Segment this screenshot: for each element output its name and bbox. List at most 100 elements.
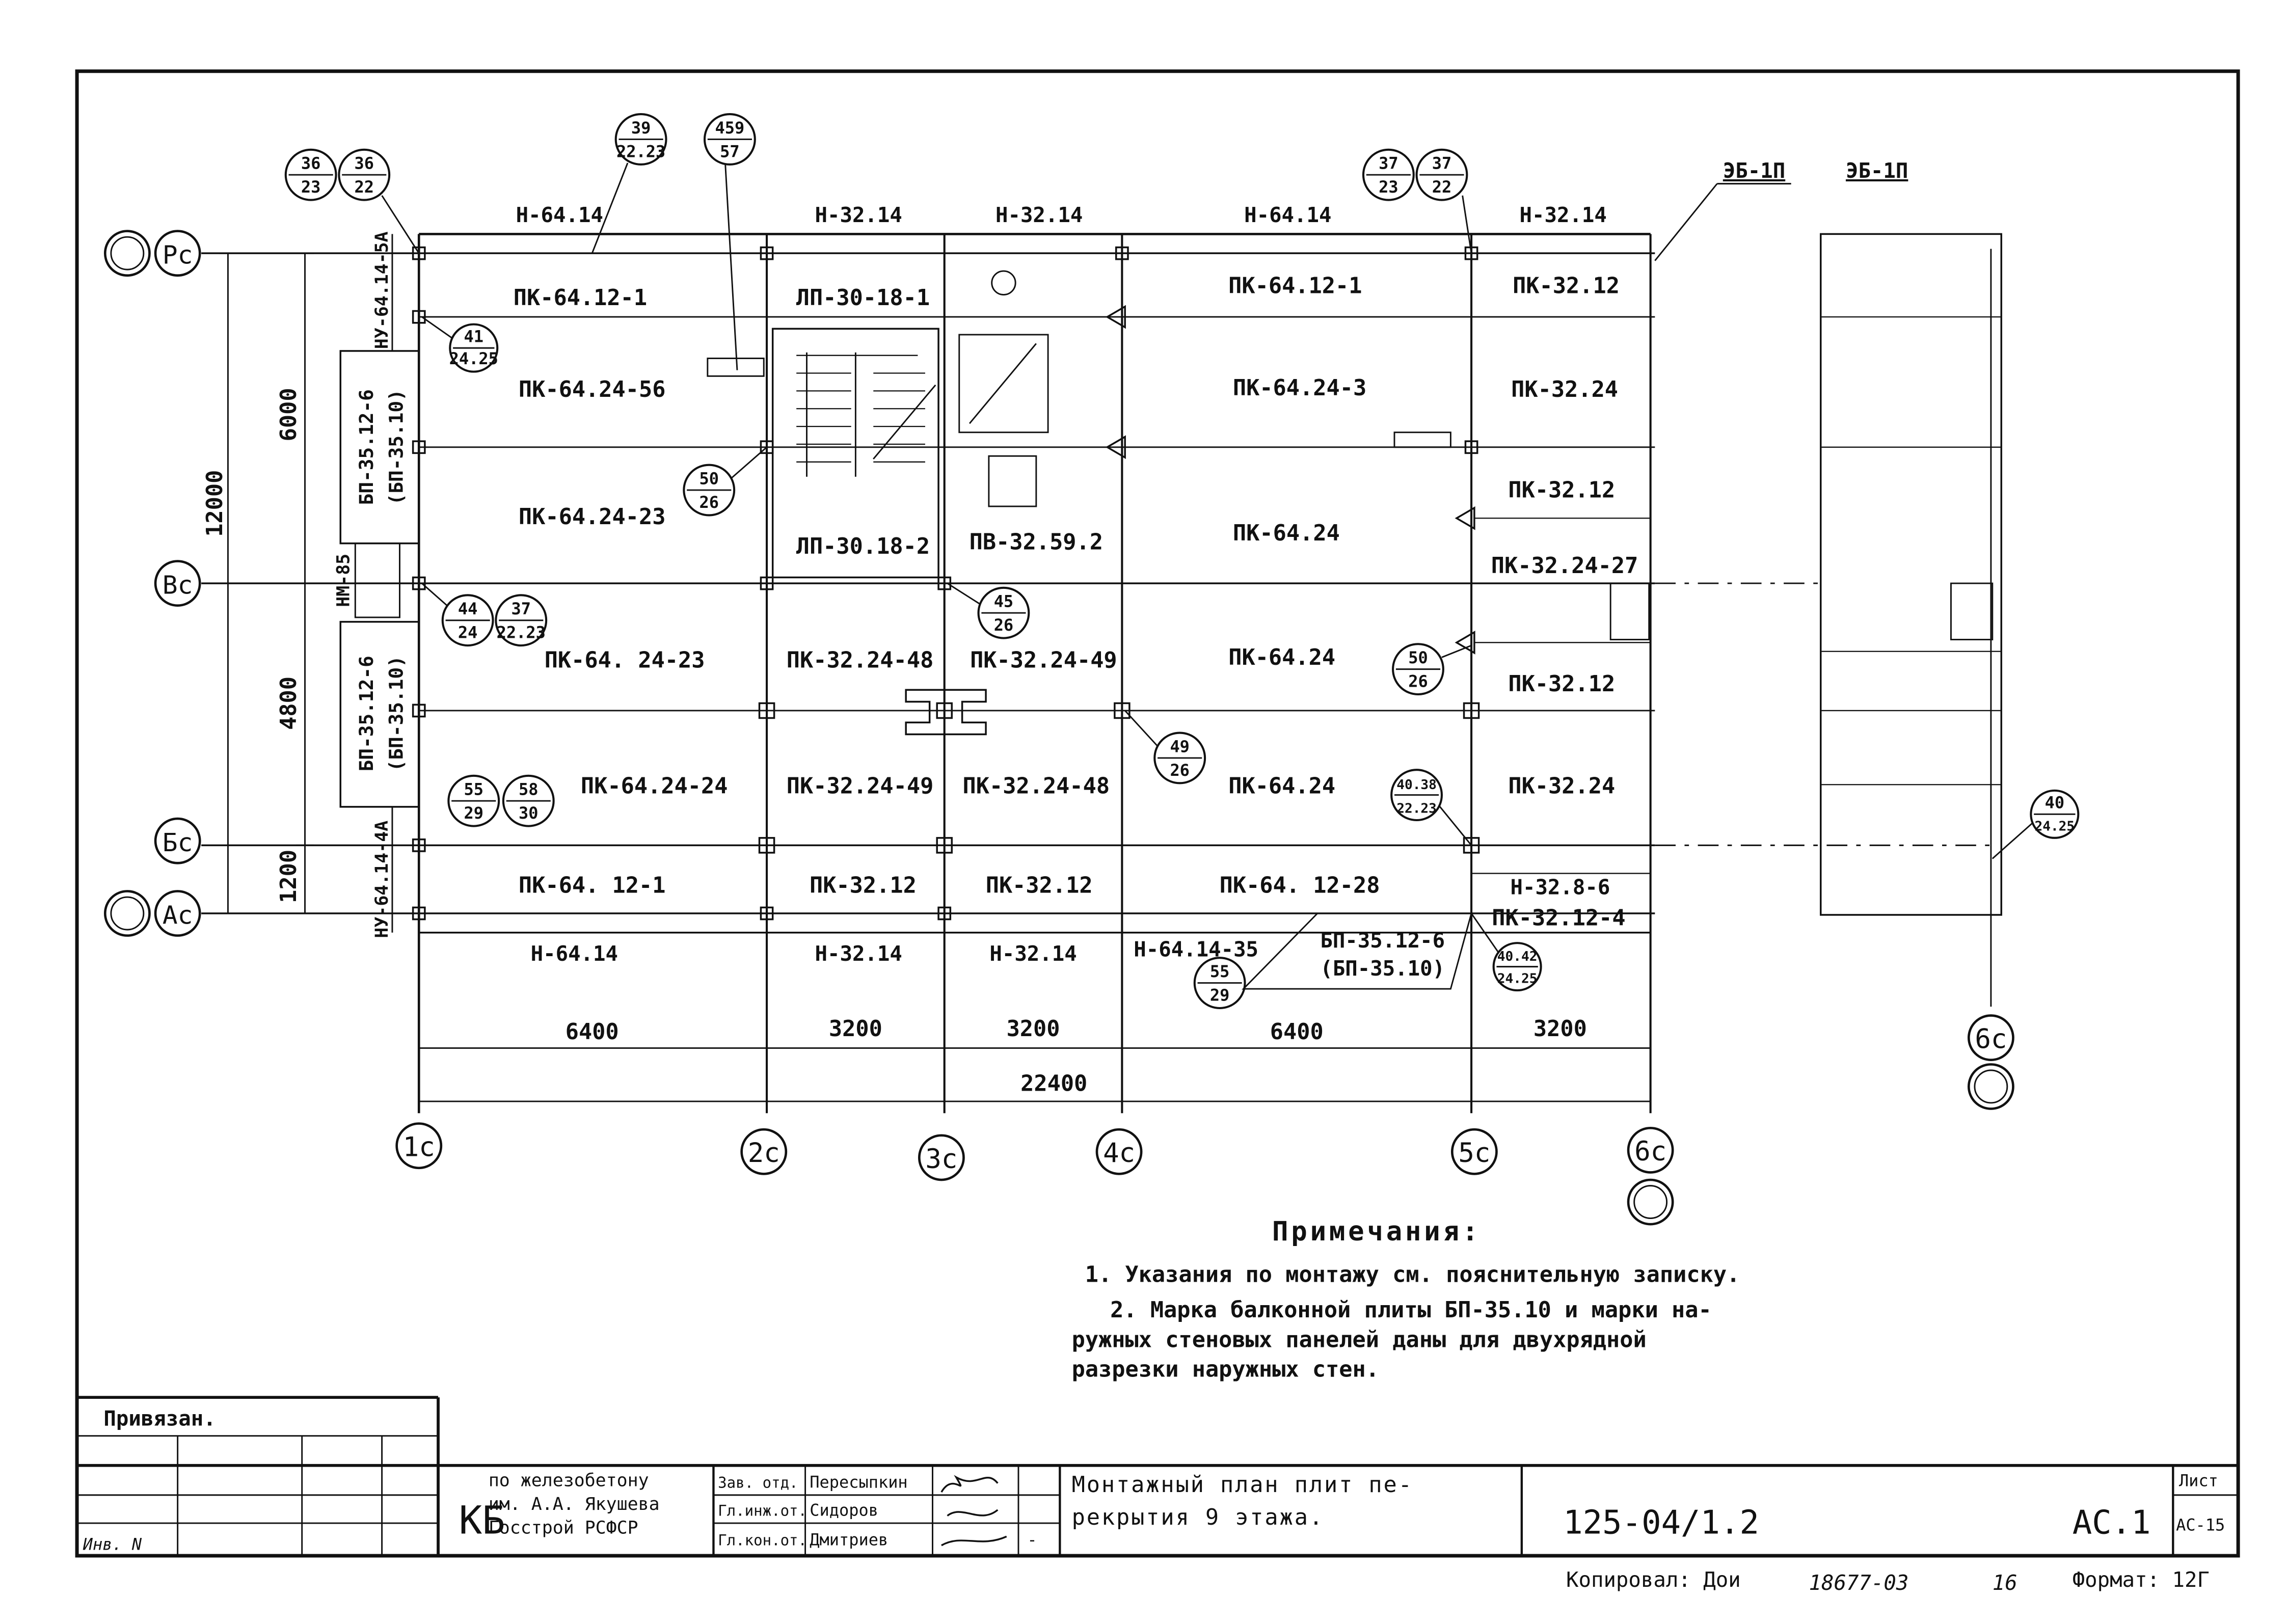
svg-text:22.23: 22.23 [616, 142, 665, 161]
wall-label: Н-64.14 [531, 941, 618, 966]
svg-text:24.25: 24.25 [449, 349, 498, 368]
org-line: им. А.А. Якушева [489, 1494, 660, 1514]
balcony-label: БП-35.12-6 [355, 656, 378, 771]
dim-left-lower: 1200 [276, 850, 302, 903]
svg-text:Вс: Вс [163, 570, 193, 600]
svg-text:24.25: 24.25 [1497, 971, 1538, 987]
wall-label: Н-32.14 [815, 203, 902, 227]
svg-text:24: 24 [458, 623, 477, 642]
dim-left-middle: 4800 [276, 676, 302, 730]
axis-bubble-ac: Ас [154, 890, 201, 937]
balcony-label: БП-35.12-6 [1320, 928, 1445, 953]
dim-total: 22400 [1020, 1071, 1087, 1097]
dim-left-total: 12000 [202, 470, 228, 537]
structural-grid [201, 233, 2002, 1114]
svg-text:22.23: 22.23 [497, 623, 546, 642]
beam-label: ЭБ-1П [1723, 158, 1785, 183]
balcony-label: (БП-35.10) [385, 656, 407, 771]
slab-label: ПК-64. 12-1 [519, 873, 666, 898]
axis-bubble-6c-right: 6с [1967, 1014, 2014, 1061]
svg-text:55: 55 [1210, 962, 1229, 981]
dash-cell: - [1027, 1530, 1037, 1550]
svg-text:6с: 6с [1634, 1136, 1666, 1167]
wall-label: Н-64.14-35 [1134, 937, 1258, 961]
wall-label-vertical: НМ-85 [334, 554, 354, 607]
note-line: ружных стеновых панелей даны для двухряд… [1072, 1327, 1647, 1352]
format-label: Формат: 12Г [2073, 1567, 2210, 1592]
dim-span-1: 6400 [566, 1019, 619, 1045]
note-line: 2. Марка балконной плиты БП-35.10 и марк… [1110, 1297, 1712, 1323]
dim-span-2: 3200 [829, 1016, 882, 1042]
svg-text:22.23: 22.23 [1396, 801, 1437, 816]
svg-text:45: 45 [994, 592, 1013, 611]
beam-label: ЭБ-1П [1846, 158, 1908, 183]
dimensions-bottom: 6400 3200 3200 6400 3200 22400 [419, 1016, 1651, 1102]
svg-text:55: 55 [464, 780, 483, 799]
axis-bubble-5c: 5с [1450, 1128, 1498, 1175]
sheet-number: АС-15 [2176, 1515, 2225, 1535]
svg-text:6с: 6с [1975, 1023, 2007, 1054]
slab-label: ПК-64.24-24 [581, 774, 728, 799]
svg-text:26: 26 [1408, 671, 1428, 691]
wall-label: Н-32.8-6 [1510, 875, 1610, 899]
edge-labels: Н-64.14 Н-32.14 Н-32.14 Н-64.14 Н-32.14 … [334, 158, 1908, 981]
svg-text:Ас: Ас [163, 900, 193, 930]
svg-text:Рс: Рс [163, 240, 193, 270]
slab-label: ПВ-32.59.2 [970, 529, 1103, 555]
svg-text:23: 23 [301, 177, 320, 197]
drawing-title: рекрытия 9 этажа. [1072, 1505, 1324, 1530]
svg-text:50: 50 [1408, 648, 1428, 667]
slab-labels: ПК-64.12-1 ПК-64.24-56 ПК-64.24-23 ПК-64… [514, 274, 1638, 931]
balcony-label: БП-35.12-6 [355, 389, 378, 505]
dim-span-5: 3200 [1533, 1016, 1587, 1042]
svg-text:37: 37 [1432, 154, 1451, 173]
slab-label: ПК-32.12-4 [1492, 905, 1625, 931]
notes-block: Примечания: 1. Указания по монтажу см. п… [1072, 1216, 1740, 1382]
axis-bubble-6c: 6с [1627, 1127, 1674, 1174]
svg-text:3с: 3с [925, 1144, 957, 1175]
sheet-mark: АС.1 [2073, 1504, 2151, 1541]
node-mark: 41 24.25 [449, 323, 499, 373]
slab-label: ПК-32.12 [986, 873, 1093, 898]
project-code: 125-04/1.2 [1563, 1504, 1759, 1541]
svg-text:41: 41 [464, 327, 483, 346]
svg-text:22: 22 [355, 177, 374, 197]
svg-text:2с: 2с [748, 1138, 780, 1169]
copied-by: Копировал: Дои [1566, 1567, 1741, 1592]
wall-label: Н-32.14 [995, 203, 1083, 227]
svg-text:36: 36 [355, 154, 374, 173]
svg-text:37: 37 [1379, 154, 1398, 173]
slab-label: ПК-32.12 [1508, 478, 1615, 503]
svg-text:26: 26 [994, 615, 1013, 635]
archive-number: 18677-03 [1809, 1571, 1909, 1595]
svg-text:49: 49 [1170, 737, 1189, 756]
kb-mark: КБ [459, 1498, 505, 1542]
wall-label: Н-32.14 [815, 941, 902, 966]
slab-label: ПК-32.24 [1511, 377, 1618, 402]
sheet-frame [75, 69, 2240, 1558]
wall-label-vertical: НУ-64.14-4А [372, 821, 392, 938]
bound-label: Привязан. [103, 1406, 216, 1430]
axis-bubble-bc: Бс [154, 817, 201, 864]
svg-text:50: 50 [699, 469, 718, 488]
svg-text:459: 459 [715, 118, 745, 138]
axis-bubble-rc: Рс [154, 230, 201, 277]
svg-text:5с: 5с [1458, 1138, 1490, 1169]
slab-label: ПК-64. 12-28 [1220, 873, 1380, 898]
notes-title: Примечания: [1272, 1216, 1481, 1247]
svg-text:26: 26 [1170, 761, 1189, 780]
slab-label: ПК-64. 24-23 [545, 648, 705, 673]
wall-label: Н-32.14 [1520, 203, 1607, 227]
